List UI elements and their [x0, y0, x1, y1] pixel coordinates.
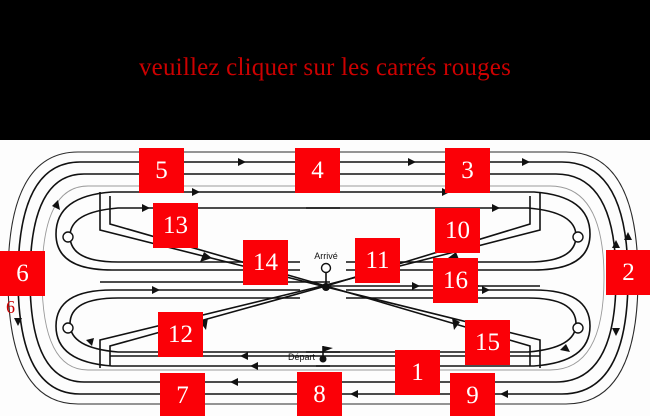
red-square-13[interactable]: 13 [153, 203, 198, 248]
red-square-9[interactable]: 9 [450, 373, 495, 416]
red-square-8[interactable]: 8 [297, 372, 342, 416]
header-band: veuillez cliquer sur les carrés rouges [0, 0, 650, 140]
instruction-title: veuillez cliquer sur les carrés rouges [138, 54, 512, 81]
red-square-4[interactable]: 4 [295, 148, 340, 193]
red-square-5[interactable]: 5 [139, 148, 184, 193]
red-square-1[interactable]: 1 [395, 350, 440, 395]
departure-label: Départ [288, 352, 316, 362]
red-square-2[interactable]: 2 [606, 250, 650, 295]
red-square-7[interactable]: 7 [160, 373, 205, 416]
red-square-10[interactable]: 10 [435, 208, 480, 253]
red-square-3[interactable]: 3 [445, 148, 490, 193]
arrival-label: Arrivé [314, 251, 338, 261]
stray-number-label: 6 [6, 297, 15, 317]
red-square-16[interactable]: 16 [433, 258, 478, 303]
red-square-6[interactable]: 6 [0, 251, 45, 296]
red-square-15[interactable]: 15 [465, 320, 510, 365]
red-square-11[interactable]: 11 [355, 238, 400, 283]
track-diagram-svg: Arrivé Départ [7, 151, 639, 405]
red-square-14[interactable]: 14 [243, 240, 288, 285]
red-square-12[interactable]: 12 [158, 312, 203, 357]
